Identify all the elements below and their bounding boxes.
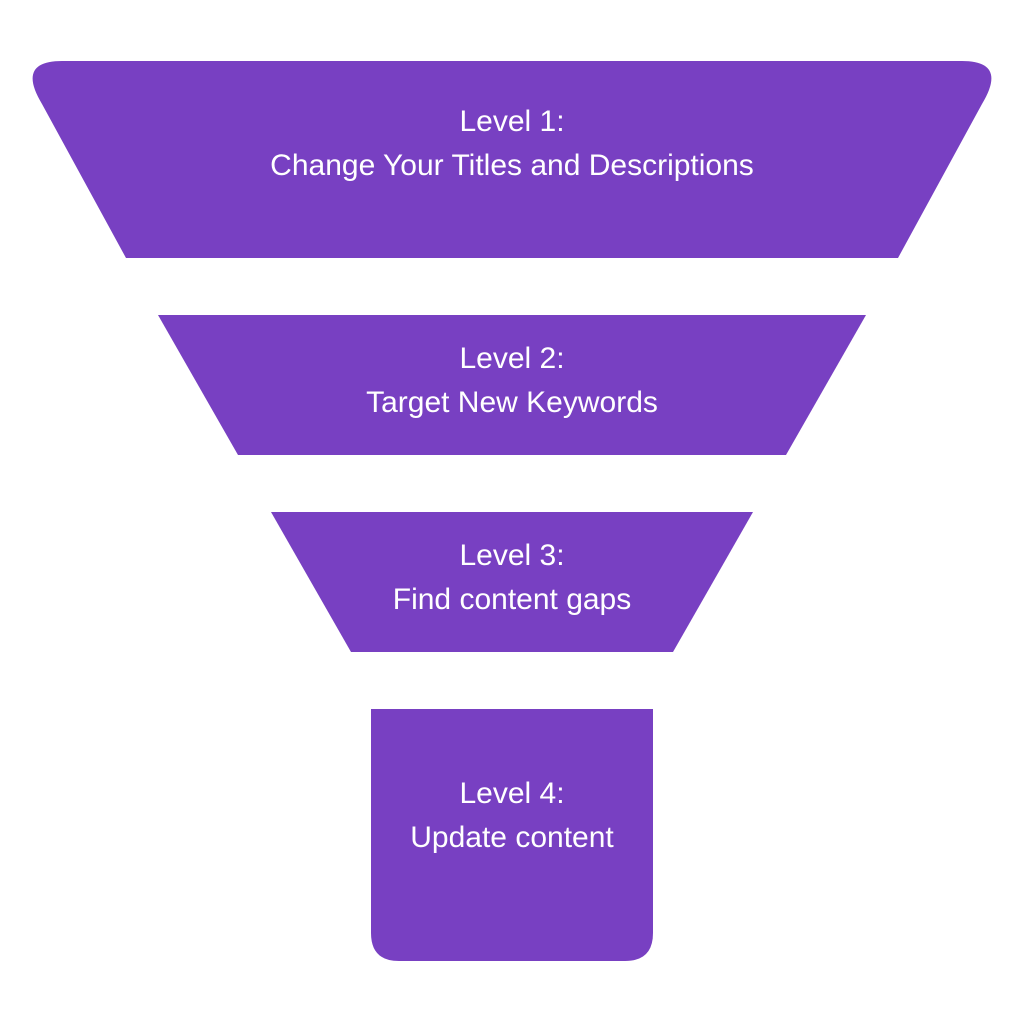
funnel-level-1-shape: [32, 61, 992, 258]
level-3-heading: Level 3:: [459, 539, 565, 572]
level-4-heading: Level 4:: [459, 777, 565, 810]
funnel-level-2-shape: [158, 315, 866, 455]
level-1-text: Change Your Titles and Descriptions: [270, 149, 754, 182]
funnel-level-3-shape: [271, 512, 753, 652]
funnel-level-4-shape: [371, 709, 653, 961]
level-2-heading: Level 2:: [459, 342, 565, 375]
funnel-level-4-label: Level 4: Update content: [0, 772, 1024, 860]
funnel-level-3-label: Level 3: Find content gaps: [0, 534, 1024, 622]
level-1-heading: Level 1:: [459, 105, 565, 138]
level-2-text: Target New Keywords: [366, 386, 658, 419]
funnel-level-1-label: Level 1: Change Your Titles and Descript…: [0, 100, 1024, 188]
funnel-level-2-label: Level 2: Target New Keywords: [0, 337, 1024, 425]
level-4-text: Update content: [410, 821, 614, 854]
level-3-text: Find content gaps: [392, 583, 632, 616]
